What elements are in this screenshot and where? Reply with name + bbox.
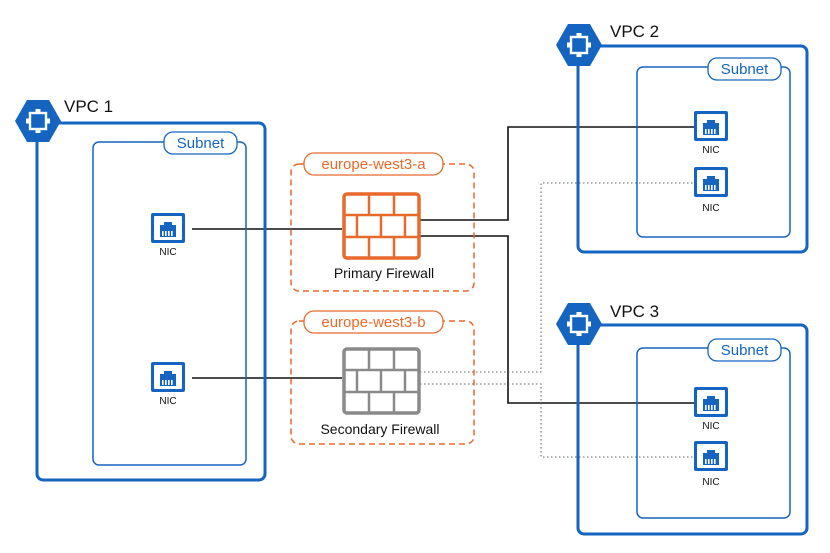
vpc-hexagon-icon [554, 301, 604, 347]
zone-b-tag [303, 310, 444, 334]
vpc-1-label: VPC 1 [64, 97, 113, 116]
vpc-3-subnet-boundary [636, 347, 791, 519]
primary-firewall-label: Primary Firewall [334, 265, 434, 281]
nic-icon [151, 362, 185, 392]
vpc-1-boundary [35, 121, 267, 482]
zone-europe-west3-b: europe-west3-b Secondary Firewall [290, 310, 475, 445]
link-secondary-firewall-to-vpc2-nic-standby [420, 182, 694, 373]
zone-b-label: europe-west3-b [321, 314, 425, 331]
vpc-3-boundary [576, 323, 809, 536]
vpc-1-subnet-boundary [92, 141, 247, 466]
vpc-3-subnet-tag [707, 338, 782, 362]
vpc-1: Subnet VPC 1 NIC NIC [13, 97, 267, 482]
nic-icon [694, 111, 728, 141]
vpc-3-nic-1-label: NIC [702, 421, 719, 432]
vpc-1-subnet-label: Subnet [177, 135, 225, 152]
vpc-2-nic-1-label: NIC [702, 145, 719, 156]
vpc-hexagon-icon [13, 98, 63, 144]
zone-europe-west3-a: europe-west3-a Primary Firewall [290, 152, 475, 292]
vpc-2-subnet-tag [707, 57, 782, 81]
vpc-2-label: VPC 2 [610, 22, 659, 41]
vpc-2: Subnet VPC 2 NIC NIC [554, 22, 809, 254]
zone-a-tag [303, 152, 444, 176]
nic-icon [151, 213, 185, 243]
vpc-2-subnet-label: Subnet [721, 61, 769, 78]
vpc-hexagon-icon [554, 22, 604, 68]
vpc-3-label: VPC 3 [610, 302, 659, 321]
vpc-1-nic-2-label: NIC [159, 396, 176, 407]
vpc-1-subnet-tag [163, 131, 238, 155]
secondary-firewall-label: Secondary Firewall [320, 421, 439, 437]
nic-icon [694, 167, 728, 197]
link-primary-firewall-to-vpc2-nic [420, 126, 694, 221]
link-primary-firewall-to-vpc3-nic [420, 235, 694, 404]
vpc-3-subnet-label: Subnet [721, 342, 769, 359]
zone-a-label: europe-west3-a [321, 156, 426, 173]
firewall-brick-icon [342, 347, 421, 415]
vpc-2-boundary [576, 44, 809, 254]
vpc-3-nic-2-label: NIC [702, 477, 719, 488]
nic-icon [694, 441, 728, 471]
connections [192, 126, 694, 458]
vpc-1-nic-1-label: NIC [159, 247, 176, 258]
nic-icon [694, 387, 728, 417]
firewall-brick-icon [342, 192, 421, 260]
vpc-2-nic-2-label: NIC [702, 203, 719, 214]
vpc-3: Subnet VPC 3 NIC NIC [554, 301, 809, 536]
link-secondary-firewall-to-vpc3-nic-standby [420, 383, 694, 458]
